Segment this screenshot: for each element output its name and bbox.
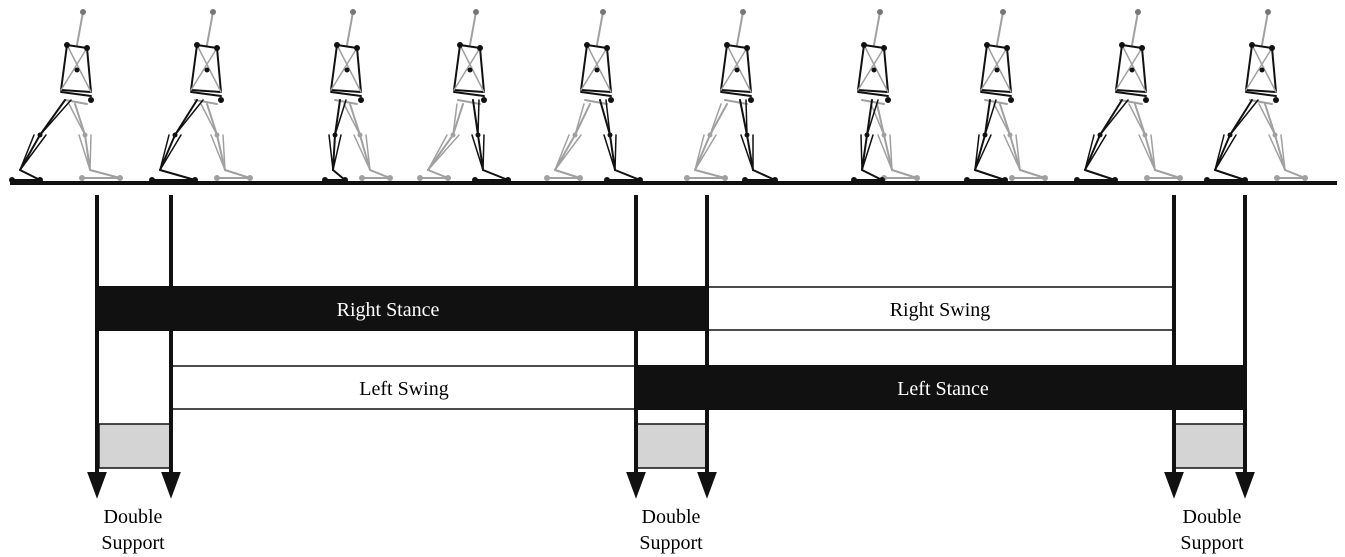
- walking-figure: [851, 9, 920, 183]
- walking-figure: [149, 9, 253, 183]
- event-arrow-1: [87, 472, 107, 499]
- double-support-box-1: [98, 423, 171, 469]
- walking-figure: [322, 9, 393, 183]
- walking-figure: [544, 9, 643, 183]
- walking-figure: [417, 9, 511, 183]
- left-stance-label: Left Stance: [897, 378, 989, 400]
- double-support-label-3a: Double: [1183, 506, 1242, 528]
- event-arrow-4: [697, 472, 717, 499]
- double-support-label-2b: Support: [639, 532, 703, 554]
- event-arrow-6: [1235, 472, 1255, 499]
- double-support-box-3: [1174, 423, 1245, 469]
- left-swing-bar: [171, 365, 638, 410]
- left-stance-bar: [635, 365, 1246, 410]
- walking-figure: [9, 9, 123, 183]
- walking-figure: [684, 9, 778, 183]
- walking-figure: [1074, 9, 1183, 183]
- right-stance-label: Right Stance: [337, 299, 440, 321]
- double-support-label-2a: Double: [642, 506, 701, 528]
- left-swing-label: Left Swing: [359, 378, 448, 400]
- double-support-label-3b: Support: [1180, 532, 1244, 554]
- double-support-box-2: [636, 423, 707, 469]
- double-support-label-1b: Support: [101, 532, 165, 554]
- event-arrow-5: [1164, 472, 1184, 499]
- right-swing-label: Right Swing: [890, 299, 991, 321]
- double-support-label-1a: Double: [104, 506, 163, 528]
- event-arrow-3: [626, 472, 646, 499]
- walking-figures: [9, 9, 1308, 183]
- event-arrow-2: [161, 472, 181, 499]
- walking-figure: [964, 9, 1048, 183]
- right-stance-bar: [97, 286, 708, 331]
- walking-figure: [1204, 9, 1308, 183]
